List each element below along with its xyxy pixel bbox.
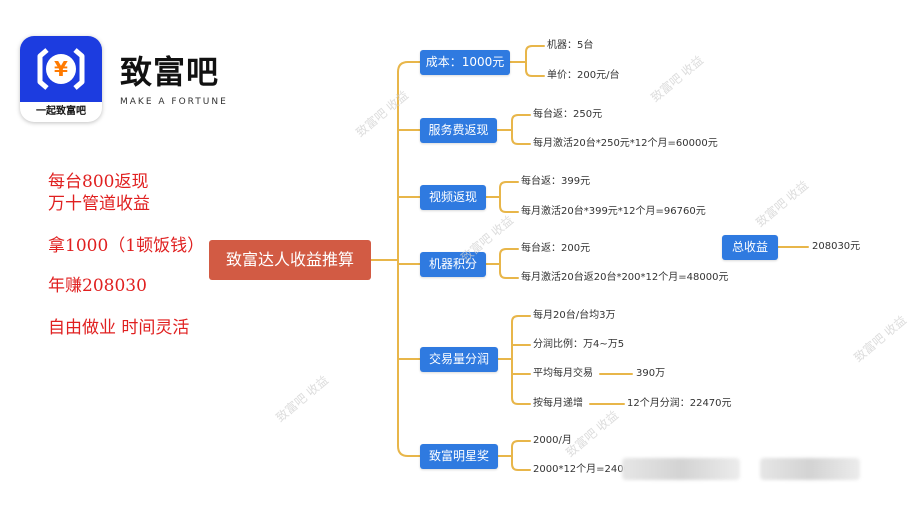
total-income-node: 总收益 (722, 235, 778, 260)
branch-machine-points: 机器积分 (420, 252, 486, 277)
branch-star-award: 致富明星奖 (420, 444, 498, 469)
logo-background: ¥ (20, 36, 102, 102)
branch-service-fee: 服务费返现 (420, 118, 497, 143)
branch-cost: 成本：1000元 (420, 50, 510, 75)
branch-trade-share: 交易量分润 (420, 347, 498, 372)
blurred-overlay-left (622, 458, 740, 480)
branch-video: 视频返现 (420, 185, 486, 210)
left-text-line-5: 自由做业 时间灵活 (48, 318, 190, 338)
brand-name: 致富吧 (120, 53, 220, 91)
center-node: 致富达人收益推算 (209, 240, 371, 280)
left-text-line-4: 年赚208030 (48, 276, 147, 296)
wallet-yen-icon: ¥ (37, 48, 85, 90)
logo-slogan: 一起致富吧 (36, 106, 86, 117)
leaf-trade-monthly: 每月20台/台均3万 (533, 310, 616, 321)
left-text-line-3: 拿1000（1顿饭钱） (48, 236, 205, 256)
leaf-trade-average: 平均每月交易 (533, 368, 593, 379)
leaf-trade-ratio: 分润比例：万4~万5 (533, 339, 625, 350)
logo-symbol: ¥ (54, 57, 68, 81)
leaf-points-total: 每月激活20台返20台*200*12个月=48000元 (521, 272, 729, 283)
leaf-points-per-unit: 每台返：200元 (521, 243, 591, 254)
leaf-trade-annual-share: 12个月分润：22470元 (627, 398, 732, 409)
leaf-cost-price: 单价：200元/台 (547, 70, 620, 81)
leaf-star-monthly: 2000/月 (533, 435, 572, 446)
leaf-cost-machines: 机器：5台 (547, 40, 594, 51)
left-text-line-2: 万十管道收益 (48, 194, 150, 214)
brand-english: MAKE A FORTUNE (120, 97, 228, 107)
leaf-star-annual: 2000*12个月=2400 (533, 464, 631, 475)
leaf-service-total: 每月激活20台*250元*12个月=60000元 (533, 138, 718, 149)
leaf-video-per-unit: 每台返：399元 (521, 176, 591, 187)
leaf-trade-increase: 按每月递增 (533, 398, 583, 409)
leaf-video-total: 每月激活20台*399元*12个月=96760元 (521, 206, 706, 217)
leaf-service-per-unit: 每台返：250元 (533, 109, 603, 120)
total-income-value: 208030元 (812, 241, 861, 252)
blurred-overlay-right (760, 458, 860, 480)
left-text-line-1: 每台800返现 (48, 172, 149, 192)
app-logo: ¥ 一起致富吧 (20, 36, 102, 122)
leaf-trade-average-value: 390万 (636, 368, 666, 379)
